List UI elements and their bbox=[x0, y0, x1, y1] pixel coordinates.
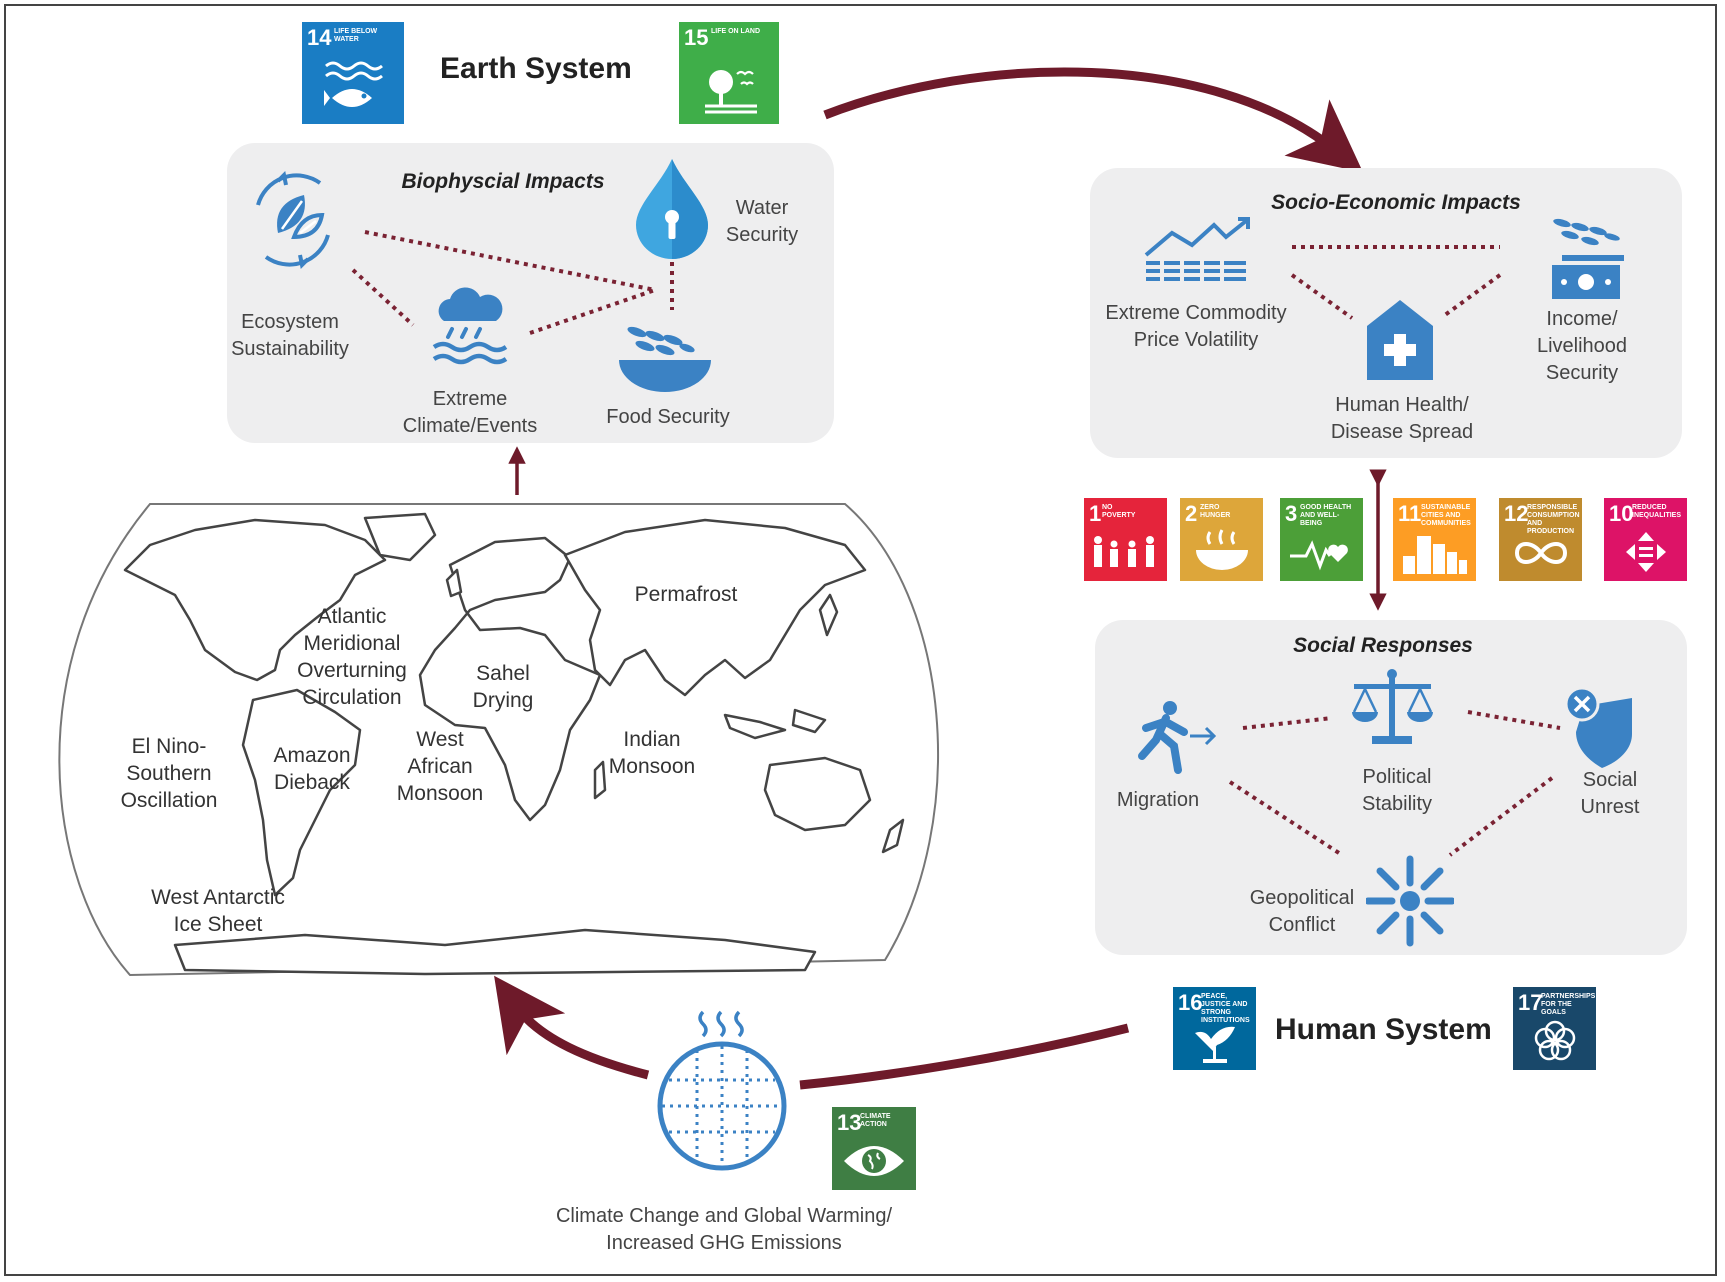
sdg-14-tile: 14 Life below water bbox=[302, 22, 404, 124]
greenland-shape bbox=[363, 512, 437, 562]
running-person-icon bbox=[1138, 701, 1217, 774]
burst-icon bbox=[1366, 855, 1454, 947]
climate-change-label: Climate Change and Global Warming/ Incre… bbox=[555, 1205, 893, 1254]
income-livelihood-label: Income/ Livelihood Security bbox=[1536, 308, 1628, 384]
sdg-number: 15 bbox=[684, 25, 709, 50]
north-america-shape bbox=[123, 518, 387, 682]
sdg-text: Responsible consumption and production bbox=[1527, 504, 1580, 535]
human-system-title: Human System bbox=[1275, 1013, 1492, 1046]
tree-icon bbox=[705, 70, 757, 114]
geopolitical-conflict-label: Geopolitical Conflict bbox=[1249, 887, 1355, 936]
sdg-11-tile: 11 Sustainable cities and communities bbox=[1393, 498, 1476, 581]
sdg-number: 14 bbox=[307, 25, 332, 50]
sdg-3-tile: 3 Good health and well-being bbox=[1280, 498, 1363, 581]
rain-cloud-icon bbox=[432, 287, 508, 365]
map-label-enso: El Nino- Southern Oscillation bbox=[120, 735, 218, 812]
food-security-label: Food Security bbox=[606, 406, 730, 428]
sdg-15-tile: 15 Life on land bbox=[679, 22, 779, 124]
sdg-text: Life below water bbox=[334, 28, 378, 43]
water-drop-icon bbox=[636, 159, 708, 259]
figure-frame bbox=[4, 4, 1717, 1276]
grain-bowl-icon bbox=[619, 326, 711, 392]
ecosystem-sustainability-label: Ecosystem Sustainability bbox=[231, 311, 349, 360]
infinity-icon bbox=[1514, 542, 1568, 564]
sdg-text: Zero hunger bbox=[1200, 504, 1231, 519]
sdg-number: 12 bbox=[1504, 501, 1529, 526]
sdg-text: Reduced inequalities bbox=[1632, 504, 1682, 519]
arrows-icon bbox=[1626, 532, 1666, 572]
sdg-number: 1 bbox=[1089, 501, 1102, 526]
money-grain-icon bbox=[1552, 218, 1624, 299]
sdg-12-tile: 12 Responsible consumption and productio… bbox=[1499, 498, 1582, 581]
map-label-permafrost: Permafrost bbox=[634, 583, 738, 606]
water-security-label: Water Security bbox=[725, 197, 799, 246]
sdg-16-tile: 16 Peace, justice and strong institution… bbox=[1173, 987, 1256, 1070]
commodity-price-label: Extreme Commodity Price Volatility bbox=[1105, 302, 1287, 351]
sdg-number: 3 bbox=[1285, 501, 1298, 526]
sdg-number: 11 bbox=[1398, 501, 1422, 526]
migration-label: Migration bbox=[1116, 789, 1200, 811]
sdg-10-tile: 10 Reduced inequalities bbox=[1604, 498, 1687, 581]
social-responses-title: Social Responses bbox=[1293, 634, 1473, 657]
biophysical-title: Biophyscial Impacts bbox=[401, 170, 605, 193]
sdg-13-tile: 13 Climate action bbox=[832, 1107, 916, 1190]
japan-shape bbox=[818, 593, 839, 637]
south-america-shape bbox=[241, 688, 362, 897]
sdg-text: No poverty bbox=[1102, 504, 1136, 519]
sdg-number: 16 bbox=[1178, 990, 1203, 1015]
world-map bbox=[58, 503, 939, 977]
socio-economic-title: Socio-Economic Impacts bbox=[1271, 191, 1521, 214]
map-label-amazon: Amazon Dieback bbox=[273, 744, 351, 794]
australia-shape bbox=[763, 756, 872, 832]
map-label-west-african-monsoon: West African Monsoon bbox=[396, 728, 484, 805]
map-label-west-antarctic: West Antarctic Ice Sheet bbox=[151, 886, 285, 936]
earth-system-title: Earth System bbox=[440, 52, 632, 85]
asia-shape bbox=[563, 518, 867, 697]
sdg-2-tile: 2 Zero hunger bbox=[1180, 498, 1263, 581]
ecosystem-cycle-icon bbox=[256, 170, 330, 270]
sdg-text: Partnerships for the goals bbox=[1541, 993, 1596, 1016]
map-label-sahel: Sahel Drying bbox=[472, 662, 534, 712]
sdg-17-tile: 17 Partnerships for the goals bbox=[1513, 987, 1596, 1070]
extreme-climate-events-label: Extreme Climate/Events bbox=[402, 388, 538, 437]
sdg-text: Sustainable cities and communities bbox=[1421, 504, 1471, 527]
map-label-indian-monsoon: Indian Monsoon bbox=[608, 728, 696, 778]
sdg-text: Climate action bbox=[860, 1113, 891, 1128]
sdg-text: Life on land bbox=[711, 28, 760, 35]
map-label-amoc: Atlantic Meridional Overturning Circulat… bbox=[297, 605, 407, 709]
new-zealand-shape bbox=[881, 818, 905, 854]
globe-heat-icon bbox=[657, 1010, 787, 1171]
scales-icon bbox=[1352, 669, 1433, 744]
heartbeat-icon bbox=[1290, 540, 1348, 571]
social-unrest-label: Social Unrest bbox=[1580, 769, 1640, 818]
political-stability-label: Political Stability bbox=[1361, 766, 1433, 815]
sdg-number: 2 bbox=[1185, 501, 1198, 526]
uk-shape bbox=[445, 568, 463, 598]
madagascar-shape bbox=[593, 760, 607, 800]
indonesia-shape bbox=[723, 708, 827, 740]
people-icon bbox=[1094, 536, 1154, 567]
eye-globe-icon bbox=[844, 1146, 904, 1176]
shield-x-icon bbox=[1564, 688, 1632, 768]
human-health-label: Human Health/ Disease Spread bbox=[1330, 394, 1474, 443]
sdg-number: 17 bbox=[1518, 990, 1543, 1015]
bowl-icon bbox=[1196, 529, 1248, 570]
antarctica-shape bbox=[173, 928, 817, 976]
city-icon bbox=[1403, 536, 1467, 574]
health-house-icon bbox=[1367, 300, 1433, 380]
sdg-text: Good health and well-being bbox=[1300, 504, 1352, 527]
price-chart-icon bbox=[1144, 217, 1250, 283]
sdg-1-tile: 1 No poverty bbox=[1084, 498, 1167, 581]
sdg-number: 10 bbox=[1609, 501, 1634, 526]
fish-icon bbox=[324, 61, 383, 107]
sdg-number: 13 bbox=[837, 1110, 862, 1135]
sdg-text: Peace, justice and strong institutions bbox=[1201, 993, 1250, 1024]
dove-icon bbox=[1195, 1026, 1235, 1063]
europe-africa-shape bbox=[418, 536, 602, 822]
flower-icon bbox=[1534, 1020, 1576, 1061]
